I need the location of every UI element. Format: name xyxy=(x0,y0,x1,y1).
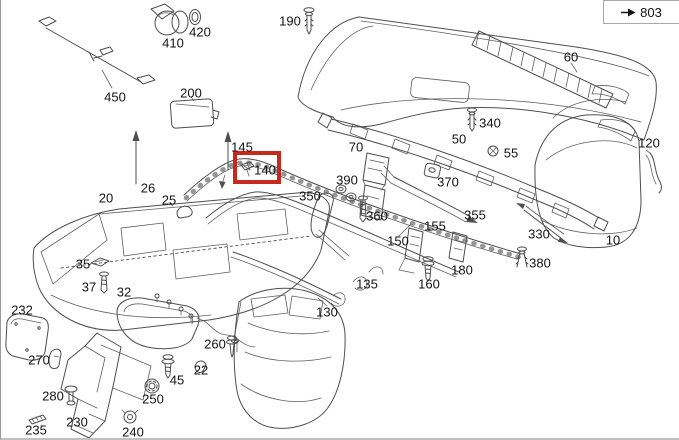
bumper-cover xyxy=(297,16,657,141)
part-label-135: 135 xyxy=(356,276,378,292)
screw-37 xyxy=(99,271,109,294)
trim-strip-330 xyxy=(516,203,568,243)
bracket-155 xyxy=(398,227,424,274)
part-label-180: 180 xyxy=(451,262,473,278)
impact-bar-50 xyxy=(317,112,609,232)
part-label-370: 370 xyxy=(437,174,459,190)
trim-strip-130 xyxy=(230,251,346,307)
part-label-232: 232 xyxy=(11,302,33,318)
part-label-26: 26 xyxy=(140,180,156,196)
part-label-250: 250 xyxy=(142,391,164,407)
screw-45 xyxy=(161,354,175,379)
reference-number: 803 xyxy=(640,4,662,20)
screw-160 xyxy=(421,256,435,282)
part-label-155: 155 xyxy=(424,218,446,234)
bumper-corner-piece xyxy=(231,287,346,429)
clip-55 xyxy=(487,145,499,157)
rivet-190 xyxy=(303,7,315,35)
part-label-130: 130 xyxy=(316,304,338,320)
part-label-350: 350 xyxy=(299,188,321,204)
part-label-355: 355 xyxy=(464,207,486,223)
part-label-190: 190 xyxy=(279,13,301,29)
bracket-270 xyxy=(48,348,62,369)
part-label-260: 260 xyxy=(204,336,226,352)
part-label-420: 420 xyxy=(189,24,211,40)
part-label-50: 50 xyxy=(451,131,467,147)
part-label-280: 280 xyxy=(42,388,64,404)
part-label-270: 270 xyxy=(28,352,50,368)
part-label-45: 45 xyxy=(169,372,185,388)
clip-22 xyxy=(194,360,207,373)
part-label-35: 35 xyxy=(75,256,91,272)
part-label-25: 25 xyxy=(161,192,177,208)
part-label-37: 37 xyxy=(81,279,97,295)
part-label-410: 410 xyxy=(162,35,184,51)
part-label-145: 145 xyxy=(231,139,253,155)
trim-strip-120 xyxy=(645,149,662,194)
arrow-145 xyxy=(219,131,232,189)
part-label-140: 140 xyxy=(254,162,276,178)
part-label-10: 10 xyxy=(605,232,621,248)
leader-150 xyxy=(398,223,412,237)
part-label-160: 160 xyxy=(418,276,440,292)
reference-box-803[interactable]: 803 xyxy=(603,0,679,24)
part-label-55: 55 xyxy=(503,145,519,161)
clip-140 xyxy=(240,161,255,177)
part-label-150: 150 xyxy=(387,233,409,249)
highlight-box-140 xyxy=(233,151,281,184)
sensor-ring-420 xyxy=(189,9,201,25)
part-label-70: 70 xyxy=(348,139,364,155)
part-label-390: 390 xyxy=(336,172,358,188)
part-label-340: 340 xyxy=(479,115,501,131)
sill-protector-60 xyxy=(471,30,614,109)
rear-body-10 xyxy=(534,99,642,249)
part-label-330: 330 xyxy=(528,226,550,242)
part-label-20: 20 xyxy=(98,190,114,206)
part-label-380: 380 xyxy=(529,255,551,271)
part-label-450: 450 xyxy=(104,89,126,105)
clip-nut-370 xyxy=(423,162,442,179)
rivet-340 xyxy=(467,107,477,132)
part-label-200: 200 xyxy=(180,85,202,101)
clip-240 xyxy=(121,409,139,424)
wiring-harness-450 xyxy=(38,16,156,89)
part-label-60: 60 xyxy=(563,49,579,65)
arrow-26 xyxy=(132,130,140,185)
part-label-32: 32 xyxy=(116,284,132,300)
grommet-250 xyxy=(144,378,160,394)
part-label-230: 230 xyxy=(66,414,88,430)
support-bar-355 xyxy=(380,165,478,223)
hook-25 xyxy=(168,202,193,219)
part-label-240: 240 xyxy=(122,424,144,440)
part-label-120: 120 xyxy=(638,135,660,151)
clip-35 xyxy=(90,257,110,267)
mount-bracket-230 xyxy=(60,332,152,438)
control-box-200 xyxy=(169,96,220,129)
part-label-360: 360 xyxy=(366,208,388,224)
part-label-235: 235 xyxy=(25,422,47,438)
arrow-right-icon xyxy=(621,8,636,16)
strip-235 xyxy=(28,414,47,425)
tray-32 xyxy=(116,293,256,350)
bracket-180 xyxy=(448,231,468,263)
cover-plate-232 xyxy=(5,313,49,361)
washers-390 xyxy=(335,184,357,202)
park-sensor-410 xyxy=(150,3,189,36)
part-label-22: 22 xyxy=(193,362,209,378)
